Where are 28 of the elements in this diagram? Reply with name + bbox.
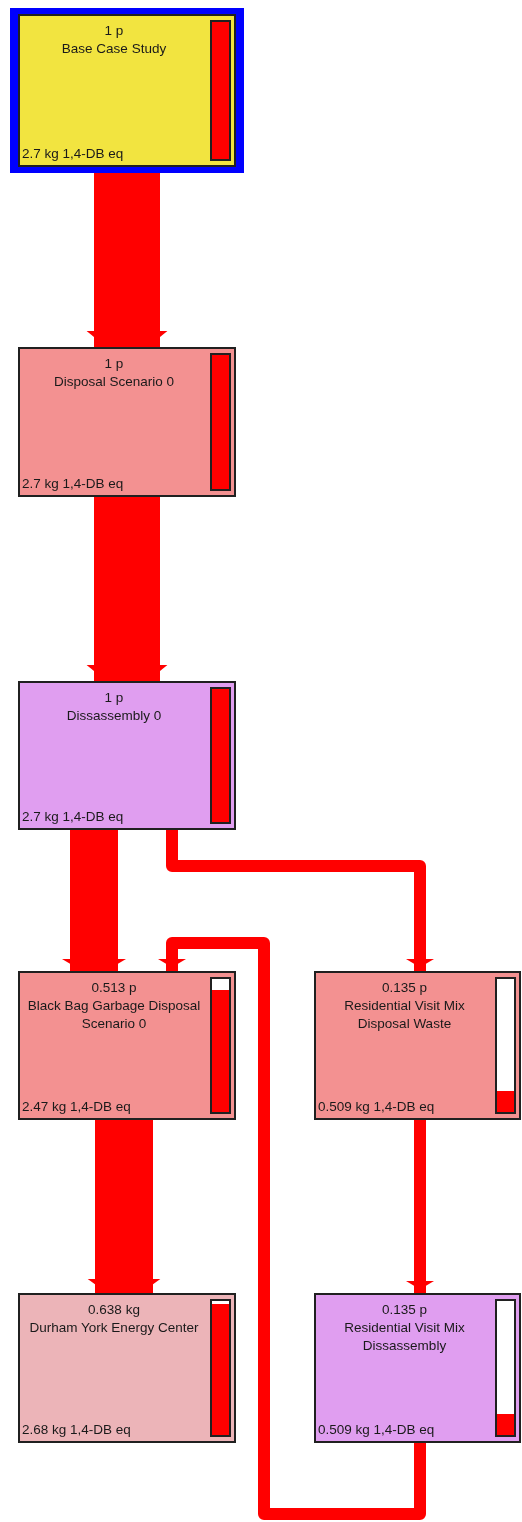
process-box — [18, 14, 236, 167]
score-text: 0.509 kg 1,4-DB eq — [318, 1099, 435, 1115]
process-box — [18, 347, 236, 497]
process-box — [314, 1293, 521, 1443]
process-box — [18, 971, 236, 1120]
process-box — [18, 1293, 236, 1443]
process-name: Residential Visit Mix Dissassembly — [343, 1319, 466, 1355]
score-text: 2.7 kg 1,4-DB eq — [22, 809, 124, 825]
score-text: 2.7 kg 1,4-DB eq — [22, 146, 124, 162]
amount-text: 0.135 p — [380, 979, 428, 997]
amount-text: 1 p — [103, 355, 125, 373]
process-name: Dissassembly 0 — [65, 707, 163, 725]
amount-text: 0.135 p — [380, 1301, 428, 1319]
process-name: Base Case Study — [60, 40, 168, 58]
amount-text: 1 p — [103, 22, 125, 40]
amount-text: 0.513 p — [90, 979, 138, 997]
amount-text: 0.638 kg — [87, 1301, 141, 1319]
process-name: Durham York Energy Center — [28, 1319, 200, 1337]
process-box — [18, 681, 236, 830]
process-name: Black Bag Garbage Disposal Scenario 0 — [26, 997, 202, 1033]
score-text: 2.68 kg 1,4-DB eq — [22, 1422, 131, 1438]
score-text: 2.7 kg 1,4-DB eq — [22, 476, 124, 492]
amount-text: 1 p — [103, 689, 125, 707]
process-box — [314, 971, 521, 1120]
score-text: 0.509 kg 1,4-DB eq — [318, 1422, 435, 1438]
process-name: Residential Visit Mix Disposal Waste — [343, 997, 466, 1033]
process-name: Disposal Scenario 0 — [52, 373, 176, 391]
score-text: 2.47 kg 1,4-DB eq — [22, 1099, 131, 1115]
